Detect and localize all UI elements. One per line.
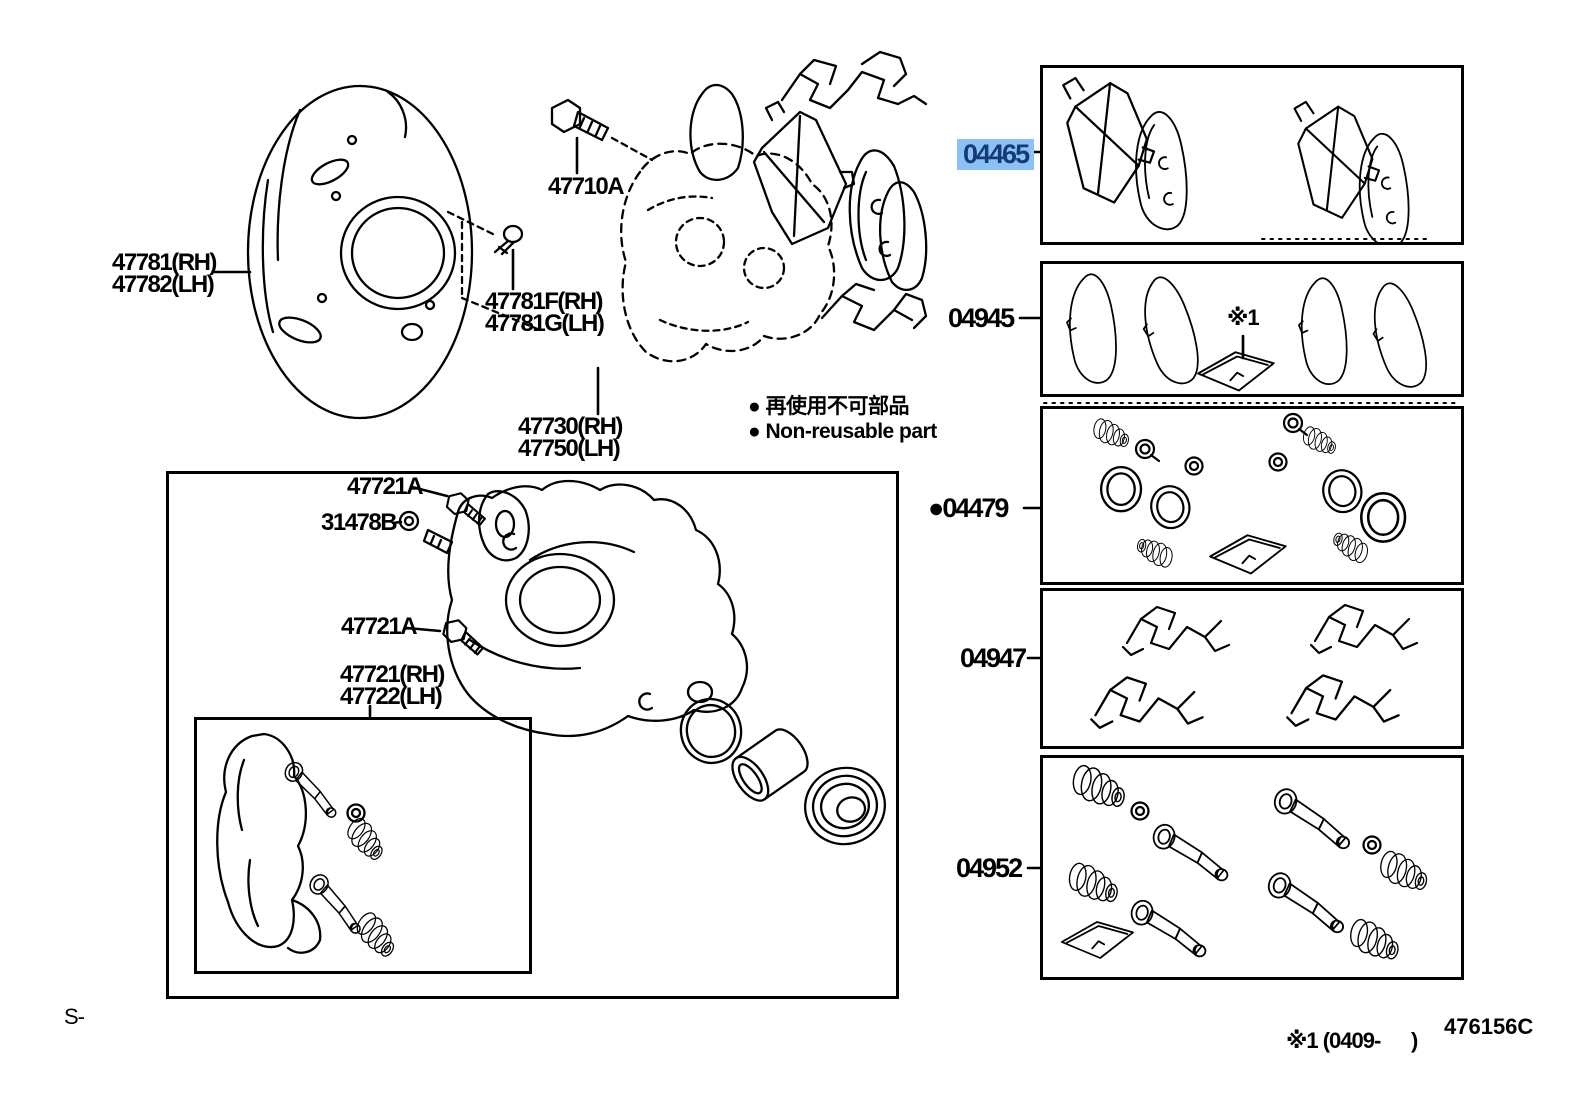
kit-label-04945[interactable]: 04945 xyxy=(948,303,1015,333)
non-reusable-legend: ● 再使用不可部品 ● Non-reusable part xyxy=(748,394,937,444)
kit-box-04952[interactable] xyxy=(1040,755,1464,980)
legend-en: ● Non-reusable part xyxy=(748,420,937,443)
kit-box-04465[interactable] xyxy=(1040,65,1464,245)
part-number-text: 47721A xyxy=(341,613,418,640)
part-label-31478B[interactable]: 31478B xyxy=(321,509,398,536)
part-number-text: 47721(RH) xyxy=(340,661,445,688)
kit-code-04945: 04945 xyxy=(948,303,1015,333)
part-number-text: 47721A xyxy=(347,473,424,500)
pad-cluster-art xyxy=(689,50,928,332)
fitting-kit-art xyxy=(1090,603,1419,729)
kit-code-04952: 04952 xyxy=(956,853,1023,883)
kit-code-04947: 04947 xyxy=(960,643,1027,673)
legend-jp: ● 再使用不可部品 xyxy=(748,395,910,418)
pin-boot-kit-art xyxy=(1060,763,1432,962)
kit-box-04945[interactable] xyxy=(1040,261,1464,397)
part-label-47781F[interactable]: 47781F(RH) 47781G(LH) xyxy=(485,288,605,337)
part-number-text: 47722(LH) xyxy=(340,683,443,710)
part-number-text: 47781(RH) xyxy=(112,249,217,276)
shield-screw-art xyxy=(493,224,524,256)
shim-marker: ※1 xyxy=(1227,305,1260,330)
part-label-47730[interactable]: 47730(RH) 47750(LH) xyxy=(518,413,623,462)
piston-art xyxy=(731,728,809,802)
part-number-text: 47782(LH) xyxy=(112,271,215,298)
kit-label-04479[interactable]: ●04479 xyxy=(928,493,1009,523)
part-number-text: 47781G(LH) xyxy=(485,310,605,337)
cylinder-boot-art xyxy=(803,766,887,846)
caliper-bolt-art xyxy=(550,98,610,142)
part-label-47721A-upper[interactable]: 47721A xyxy=(347,473,424,500)
pad-kit-art xyxy=(1062,76,1410,242)
dust-shield-art xyxy=(246,84,474,420)
footer-prefix: S- xyxy=(64,1004,85,1029)
caliper-subassembly-box xyxy=(166,471,899,999)
kit-box-04479[interactable] xyxy=(1040,406,1464,585)
part-label-47721A-lower[interactable]: 47721A xyxy=(341,613,418,640)
piston-seal-art xyxy=(679,697,743,765)
kit-label-04465[interactable]: 04465 xyxy=(957,139,1035,170)
caliper-mount-kit-box xyxy=(194,717,532,974)
kit-box-04947[interactable] xyxy=(1040,588,1464,749)
cylinder-kit-art xyxy=(1091,412,1407,575)
applicability-footnote: ※1 (0409- ) xyxy=(1286,1028,1418,1053)
part-number-text: 47730(RH) xyxy=(518,413,623,440)
part-label-47710A[interactable]: 47710A xyxy=(548,173,625,200)
shim-kit-art xyxy=(1066,272,1432,393)
part-label-47721[interactable]: 47721(RH) 47722(LH) xyxy=(340,661,445,710)
figure-code: 476156C xyxy=(1444,1014,1534,1039)
part-label-47781[interactable]: 47781(RH) 47782(LH) xyxy=(112,249,217,298)
kit-label-04947[interactable]: 04947 xyxy=(960,643,1027,673)
kit-code-04465: 04465 xyxy=(957,139,1035,170)
part-number-text: 31478B xyxy=(321,509,398,536)
caliper-assembly-art xyxy=(620,142,836,363)
part-number-text: 47710A xyxy=(548,173,625,200)
kit-code-04479: 04479 xyxy=(942,493,1009,523)
part-number-text: 47781F(RH) xyxy=(485,288,604,315)
non-reusable-bullet: ● xyxy=(928,493,944,523)
part-number-text: 47750(LH) xyxy=(518,435,621,462)
kit-label-04952[interactable]: 04952 xyxy=(956,853,1023,883)
